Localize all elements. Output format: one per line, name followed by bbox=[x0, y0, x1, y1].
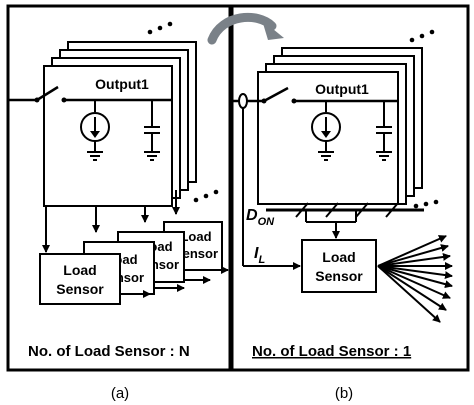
ground-icon bbox=[144, 151, 160, 161]
don-main: D bbox=[246, 207, 258, 224]
don-label: DON bbox=[246, 207, 275, 228]
load-sensor-main: Load Sensor bbox=[301, 239, 377, 293]
panel-a-frame bbox=[6, 4, 232, 372]
caption-b: (b) bbox=[335, 385, 353, 402]
card-title: Output1 bbox=[315, 81, 369, 97]
current-sense-ring bbox=[238, 93, 248, 109]
il-main: I bbox=[254, 245, 259, 262]
output-card bbox=[257, 71, 399, 205]
ground-icon bbox=[318, 151, 334, 161]
fan-out-arrows bbox=[377, 235, 453, 323]
sensor-label: Load bbox=[322, 249, 355, 265]
don-sub: ON bbox=[258, 216, 276, 228]
ellipsis-dots-icon bbox=[413, 199, 439, 209]
sensor-label: Sensor bbox=[315, 268, 363, 284]
sensor-label: Load bbox=[63, 262, 96, 278]
ellipsis-dots-icon bbox=[409, 29, 435, 43]
panel-a-footer: No. of Load Sensor : N bbox=[28, 343, 190, 360]
panel-b-frame bbox=[230, 4, 470, 372]
curved-arrow-icon bbox=[207, 12, 284, 45]
ellipsis-dots-icon bbox=[147, 21, 173, 35]
panel-a: Output1 bbox=[8, 21, 229, 360]
sensor-label: Load bbox=[180, 229, 211, 244]
panel-b-footer: No. of Load Sensor : 1 bbox=[252, 343, 411, 360]
ground-icon bbox=[87, 151, 103, 161]
ellipsis-dots-icon bbox=[193, 189, 219, 203]
switch-icon bbox=[261, 86, 297, 104]
ground-icon bbox=[376, 151, 392, 161]
load-sensor-main: Load Sensor bbox=[39, 253, 121, 305]
panel-b: Output1 bbox=[232, 29, 453, 360]
sensor-label: Sensor bbox=[56, 281, 104, 297]
switch-icon bbox=[34, 85, 67, 103]
il-sub: L bbox=[258, 254, 265, 266]
bus-slashes bbox=[295, 202, 399, 218]
card-title: Output1 bbox=[95, 76, 149, 92]
il-label: IL bbox=[254, 245, 265, 266]
caption-a: (a) bbox=[111, 385, 129, 402]
output-card bbox=[43, 65, 173, 207]
